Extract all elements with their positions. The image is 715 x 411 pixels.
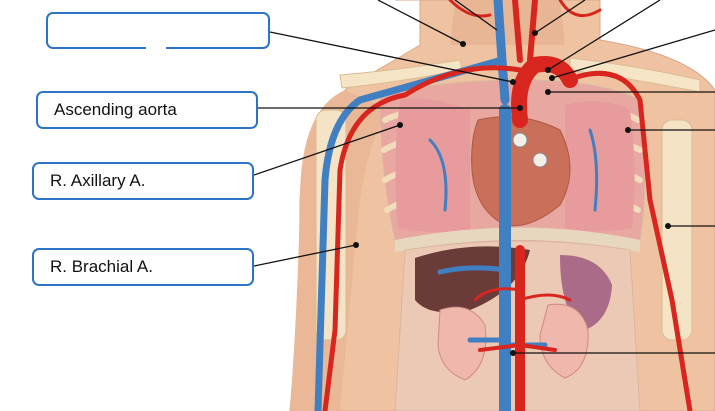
left-kidney	[539, 303, 589, 379]
label-box-axillary-artery[interactable]: R. Axillary A.	[32, 162, 254, 200]
label-text: R. Axillary A.	[50, 171, 146, 190]
label-box-brachial-artery[interactable]: R. Brachial A.	[32, 248, 254, 286]
label-box-ascending-aorta[interactable]: Ascending aorta	[36, 91, 258, 129]
right-lung	[395, 98, 470, 233]
notch	[146, 43, 166, 53]
humerus-left	[661, 119, 693, 341]
arteries	[322, 0, 693, 411]
heart-valve	[512, 132, 528, 148]
right-kidney	[437, 306, 487, 381]
leader-dots	[353, 30, 671, 356]
label-text: R. Brachial A.	[50, 257, 153, 276]
label-box-blank[interactable]	[46, 12, 270, 53]
neck	[450, 0, 565, 45]
leader-lines	[253, 0, 715, 354]
heart-valve	[532, 152, 548, 168]
label-text: Ascending aorta	[54, 100, 177, 119]
left-lung	[565, 101, 635, 232]
diaphragm	[395, 227, 640, 252]
heart	[471, 116, 571, 227]
